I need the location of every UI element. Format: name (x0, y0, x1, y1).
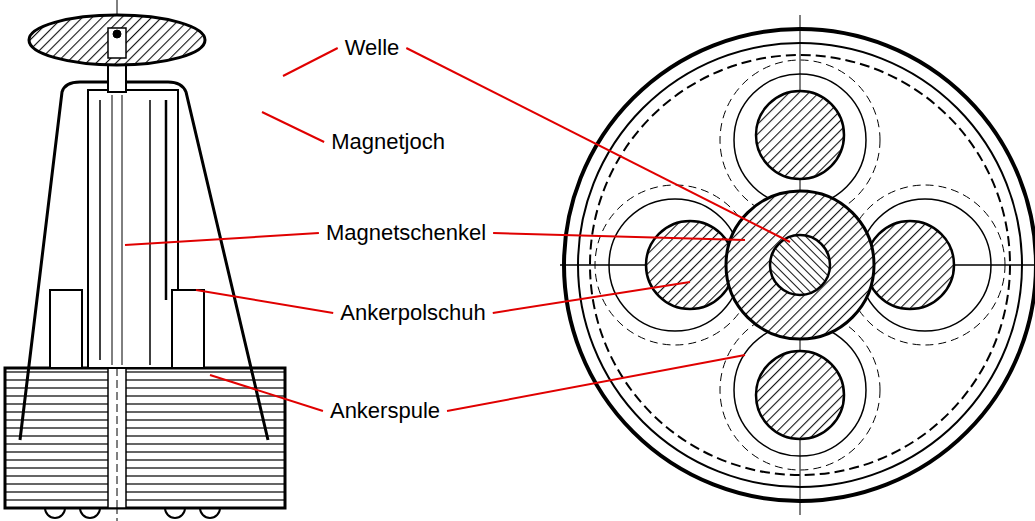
part-label: Ankerpolschuh (337, 300, 489, 325)
leader-line (493, 282, 690, 313)
leader-line (125, 233, 319, 245)
part-label: Magnetschenkel (323, 220, 489, 245)
part-label: Ankerspule (327, 398, 443, 423)
leader-line (196, 290, 333, 313)
leader-line (210, 375, 323, 411)
leader-line (493, 233, 745, 240)
leader-line (447, 355, 745, 411)
part-label: Welle (342, 35, 403, 60)
cross-section (560, 15, 1035, 515)
leader-line (283, 48, 338, 76)
leader-line (406, 48, 790, 242)
part-label: Magnetjoch (328, 129, 448, 154)
leader-line (262, 112, 324, 142)
side-section (5, 0, 285, 521)
